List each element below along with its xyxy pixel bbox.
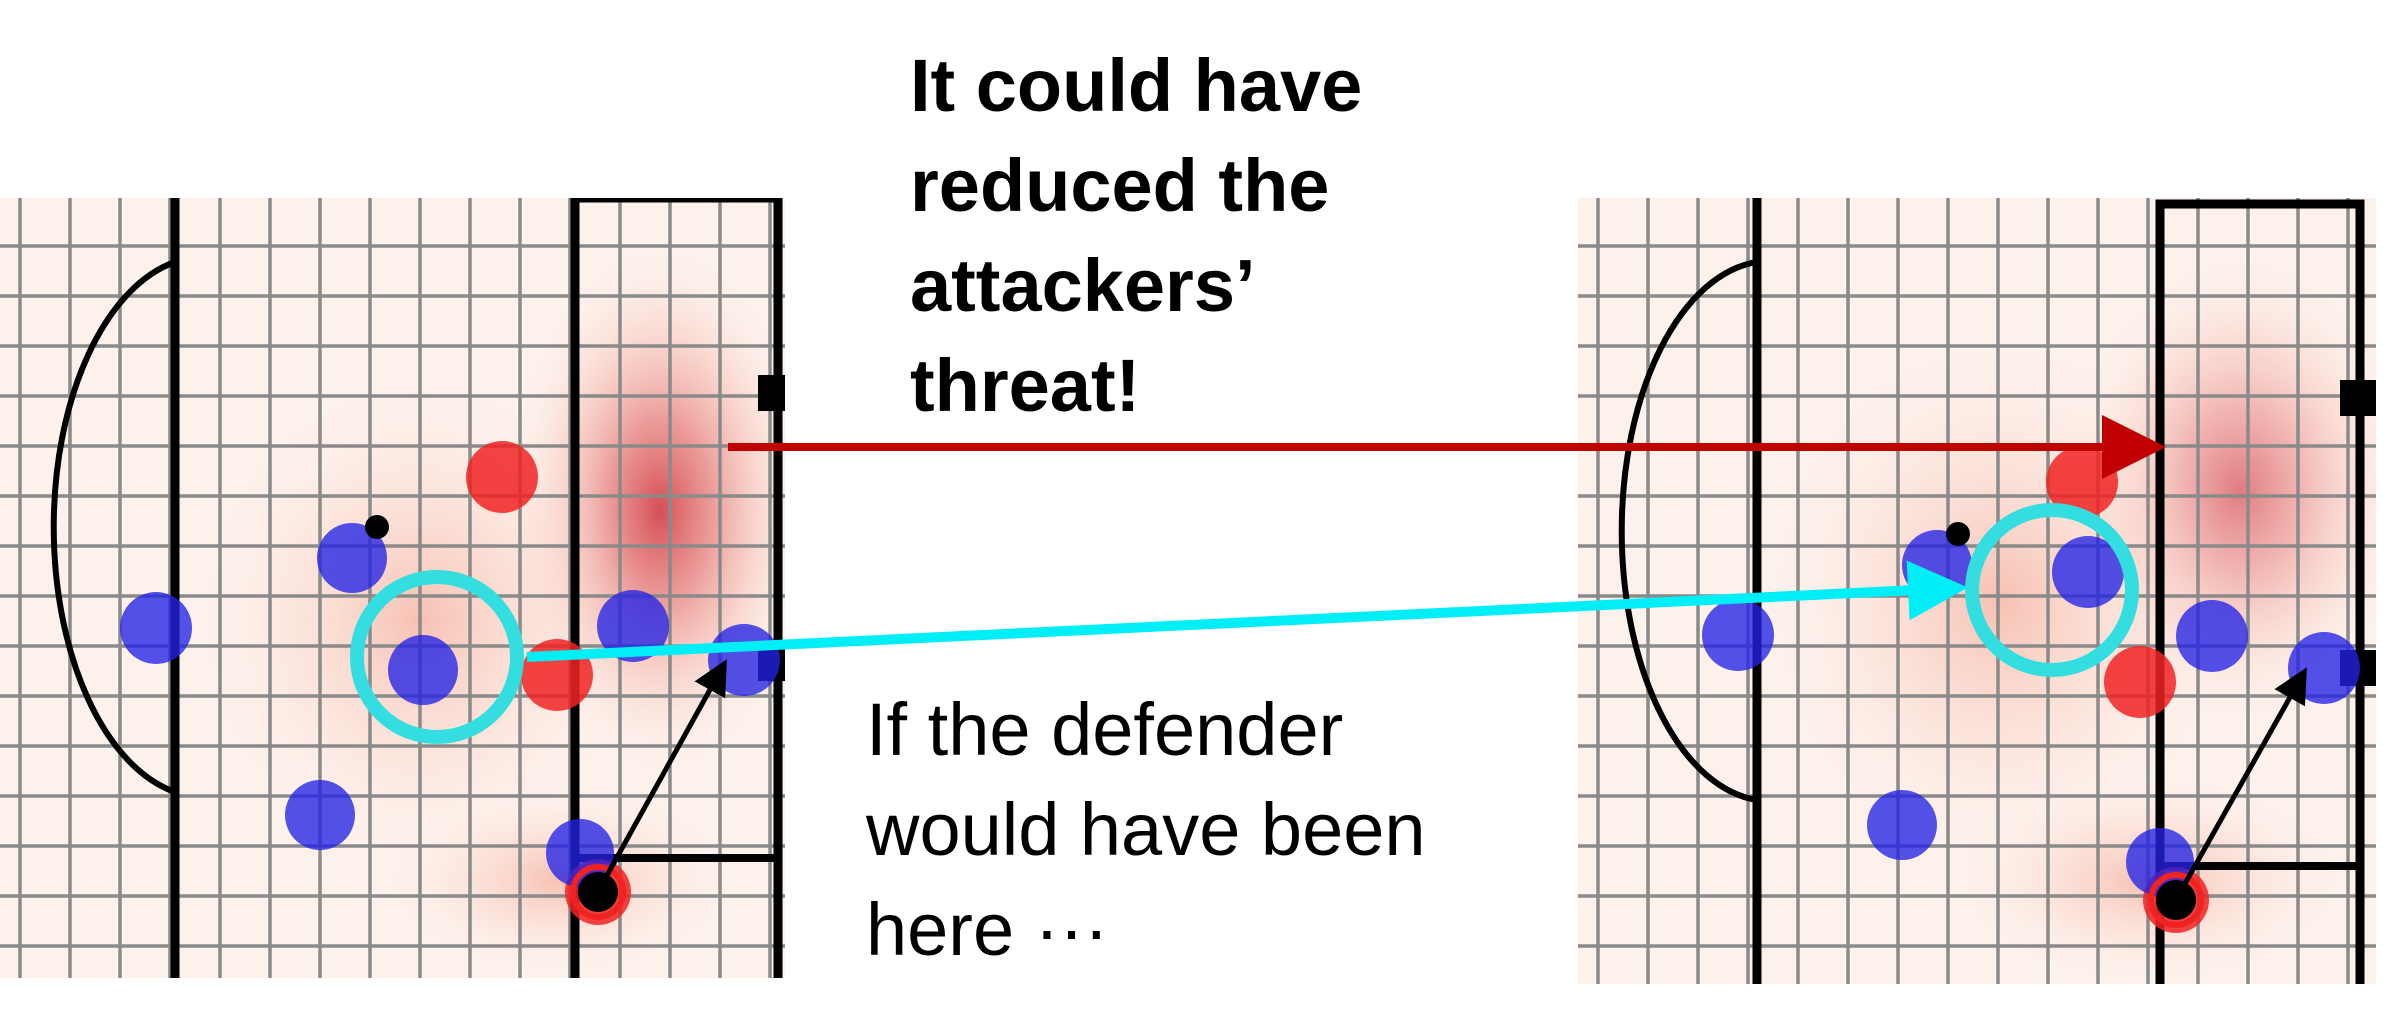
field-panel-after — [1578, 198, 2376, 984]
highlight-ring-icon — [1965, 503, 2139, 677]
attacker-player-icon — [2046, 446, 2118, 518]
attacker-player-icon — [2104, 646, 2176, 718]
defender-player-icon — [1867, 790, 1937, 860]
defender-player-icon — [388, 635, 458, 705]
defender-player-icon — [2288, 632, 2360, 704]
caption-line: here ··· — [866, 888, 1109, 971]
defender-player-icon — [317, 523, 387, 593]
defender-position-caption: If the defender would have been here ··· — [866, 680, 1626, 980]
highlight-ring-icon — [350, 570, 524, 744]
caption-line: It could have — [910, 44, 1363, 127]
caption-line: attackers’ — [910, 244, 1256, 327]
defender-player-icon — [285, 780, 355, 850]
small-black-dot-icon — [1946, 522, 1970, 546]
caption-line: threat! — [910, 344, 1141, 427]
defender-move-arrow — [526, 560, 1968, 662]
defender-player-icon — [2052, 536, 2124, 608]
penalty-box-line — [2155, 199, 2365, 984]
defender-player-icon — [2126, 828, 2194, 896]
pass-arrow — [2175, 667, 2307, 898]
ball-icon — [578, 872, 618, 912]
caption-line: If the defender — [866, 688, 1344, 771]
ball-holder-ring-icon — [2148, 872, 2204, 928]
defender-player-icon — [1702, 599, 1774, 671]
pitch-arc — [50, 259, 177, 795]
defender-player-icon — [708, 624, 780, 696]
field-panel-before — [0, 198, 785, 978]
caption-line: would have been — [866, 788, 1426, 871]
pitch-arc — [1618, 259, 1758, 803]
defender-player-icon — [120, 592, 192, 664]
pass-arrow — [597, 659, 727, 890]
small-black-dot-icon — [365, 515, 389, 539]
ball-icon — [2156, 880, 2196, 920]
goal-post-marker — [758, 375, 785, 411]
penalty-box-line — [570, 198, 783, 978]
threat-reduction-caption: It could have reduced the attackers’ thr… — [910, 36, 1530, 436]
attacker-player-icon — [466, 441, 538, 513]
caption-line: reduced the — [910, 144, 1330, 227]
defender-player-icon — [2176, 600, 2248, 672]
ball-holder-ring-icon — [570, 864, 626, 920]
defender-player-icon — [597, 590, 669, 662]
goal-post-marker — [2340, 380, 2376, 416]
